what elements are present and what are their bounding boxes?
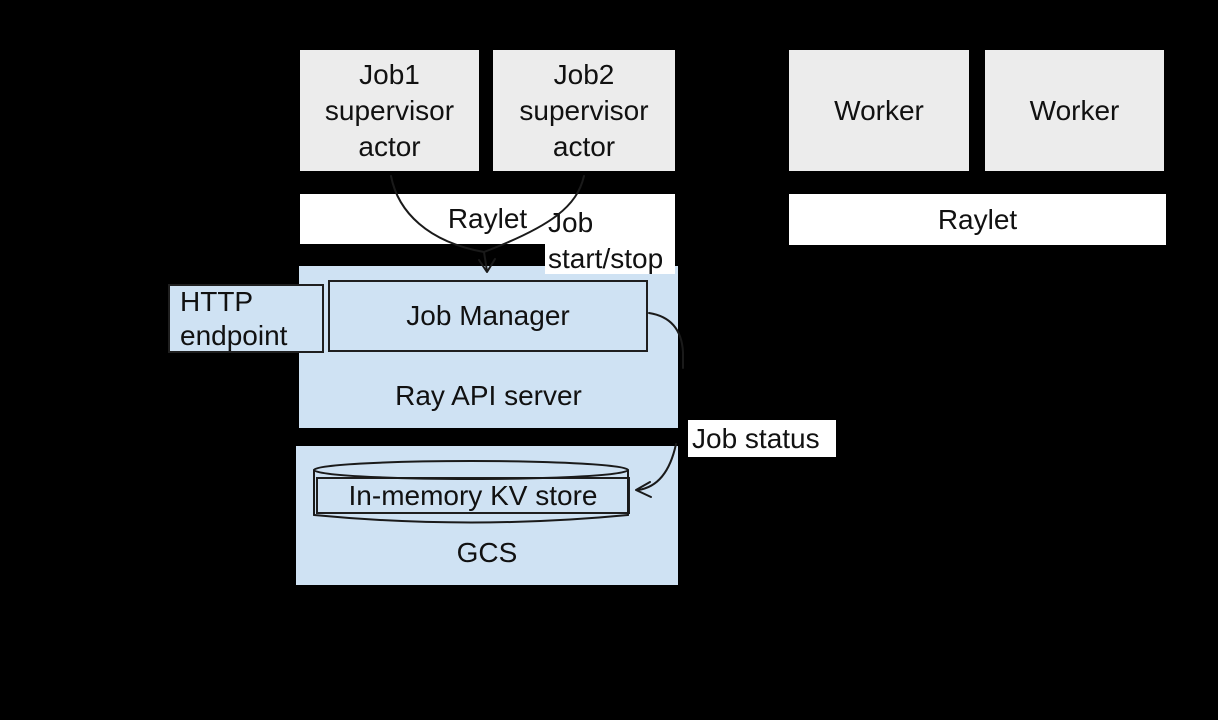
node-label: endpoint [180, 319, 288, 351]
job-status-label: Job status [688, 420, 836, 457]
node-label: Worker [1029, 94, 1120, 126]
node-label: Raylet [447, 203, 528, 234]
worker-node-1: Worker [785, 46, 973, 175]
job-manager-node: Job Manager [328, 280, 648, 352]
raylet-right-node: Raylet [785, 190, 1170, 249]
http-endpoint-node: HTTP endpoint [168, 284, 324, 353]
node-label: GCS [456, 537, 518, 568]
node-label: supervisor [324, 94, 455, 126]
gcs-node: GCS [293, 443, 681, 588]
node-label: Ray API server [395, 380, 582, 411]
node-label: Raylet [937, 203, 1018, 235]
node-label: Job1 [359, 58, 420, 90]
job2-supervisor-actor-node: Job2 supervisor actor [489, 46, 679, 175]
node-label: HTTP [180, 285, 254, 317]
job-start-stop-label: Job start/stop [545, 204, 675, 274]
node-label: actor [552, 130, 616, 162]
worker-node-2: Worker [981, 46, 1168, 175]
node-label: Job Manager [406, 300, 570, 331]
job1-supervisor-actor-node: Job1 supervisor actor [296, 46, 483, 175]
node-label: actor [358, 130, 421, 162]
node-label: In-memory KV store [348, 480, 598, 511]
node-label: Job2 [553, 58, 615, 90]
node-label: supervisor [519, 94, 649, 126]
in-memory-kv-store-node: In-memory KV store [316, 477, 630, 514]
node-label: Worker [834, 94, 924, 126]
